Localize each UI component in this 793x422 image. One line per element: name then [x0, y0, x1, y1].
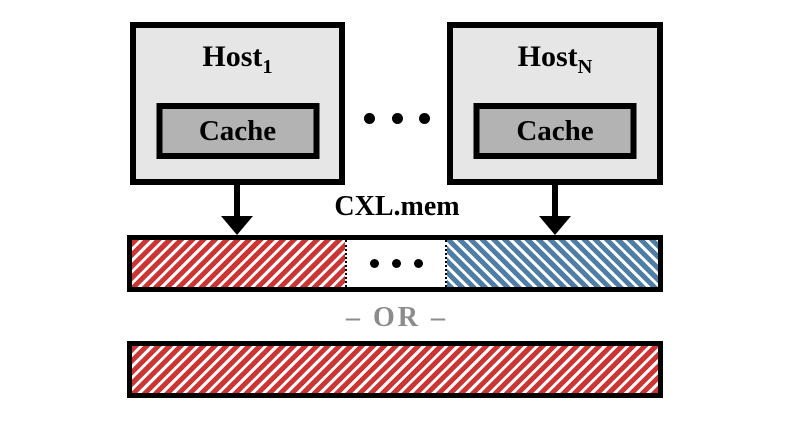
hostN-cache-label: Cache: [516, 114, 594, 147]
host1-cache-label: Cache: [198, 114, 277, 147]
host1-down-arrow-icon: [221, 185, 253, 235]
host1-cache-box: Cache: [156, 103, 319, 159]
hostN-title: HostN: [453, 40, 657, 78]
hostN-cache-box: Cache: [473, 103, 637, 159]
memory-ellipsis-dots: [369, 259, 423, 268]
arrow-shaft: [234, 185, 240, 218]
memory-segment-ellipsis: [345, 240, 448, 287]
ellipsis-dot: [413, 259, 423, 268]
cxl-mem-label: CXL.mem: [334, 191, 460, 222]
memory-segment-hostN-blue: [447, 240, 658, 287]
host1-label: Host: [202, 40, 263, 73]
ellipsis-dot: [391, 259, 401, 268]
memory-bar-partitioned: [127, 235, 663, 292]
ellipsis-dot: [364, 112, 375, 124]
arrow-head: [539, 216, 571, 235]
ellipsis-dot: [391, 112, 403, 124]
arrow-shaft: [552, 185, 558, 218]
hostN-label: Host: [517, 40, 578, 73]
host1-subscript: 1: [262, 56, 273, 78]
hostN-subscript: N: [577, 56, 593, 78]
ellipsis-dot: [369, 259, 379, 268]
memory-segment-host1-red: [132, 240, 346, 287]
host1-title: Host1: [136, 40, 339, 78]
host1-box: Host1 Cache: [130, 22, 345, 185]
ellipsis-dot: [419, 112, 430, 124]
hostN-down-arrow-icon: [539, 185, 571, 235]
memory-bar-shared-red: [127, 341, 663, 398]
hosts-ellipsis-dots: [364, 112, 430, 124]
hostN-box: HostN Cache: [447, 22, 663, 185]
arrow-head: [221, 216, 253, 235]
or-label: – OR –: [346, 302, 448, 333]
